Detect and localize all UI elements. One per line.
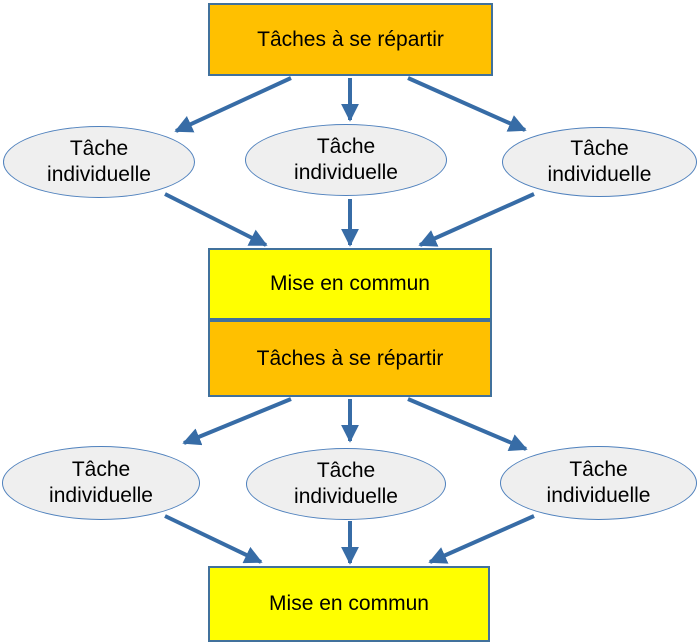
node-tasks-to-split-1: Tâches à se répartir	[208, 3, 493, 76]
node-label: Tâche individuelle	[47, 137, 151, 186]
arrow-ind1a-to-pool1	[164, 192, 268, 247]
arrow-ind2c-to-pool2	[428, 514, 535, 564]
arrow-ind2a-to-pool2	[164, 514, 263, 564]
node-label: Tâches à se répartir	[257, 27, 444, 51]
node-individual-task-2b: Tâche individuelle	[246, 448, 446, 520]
node-individual-task-2c: Tâche individuelle	[500, 446, 697, 520]
node-label: Mise en commun	[270, 272, 430, 295]
node-label: Tâche individuelle	[49, 458, 153, 507]
node-tasks-to-split-2: Tâches à se répartir	[208, 320, 492, 397]
node-individual-task-1c: Tâche individuelle	[502, 127, 697, 197]
arrow-split1-to-ind1c	[407, 76, 527, 132]
node-label: Tâches à se répartir	[256, 346, 444, 370]
arrow-split2-to-ind2a	[182, 397, 292, 446]
node-individual-task-2a: Tâche individuelle	[2, 446, 200, 520]
arrow-split1-to-ind1a	[174, 76, 292, 133]
node-pooling-1: Mise en commun	[208, 248, 492, 320]
node-label: Tâche individuelle	[547, 137, 652, 186]
node-individual-task-1b: Tâche individuelle	[245, 124, 447, 196]
node-label: Tâche individuelle	[294, 459, 398, 508]
arrow-split2-to-ind2c	[407, 397, 528, 451]
arrow-ind1c-to-pool1	[418, 192, 535, 247]
node-label: Tâche individuelle	[546, 458, 651, 507]
node-pooling-2: Mise en commun	[208, 566, 490, 642]
node-label: Mise en commun	[269, 592, 429, 615]
node-label: Tâche individuelle	[294, 135, 398, 184]
node-individual-task-1a: Tâche individuelle	[3, 126, 195, 198]
